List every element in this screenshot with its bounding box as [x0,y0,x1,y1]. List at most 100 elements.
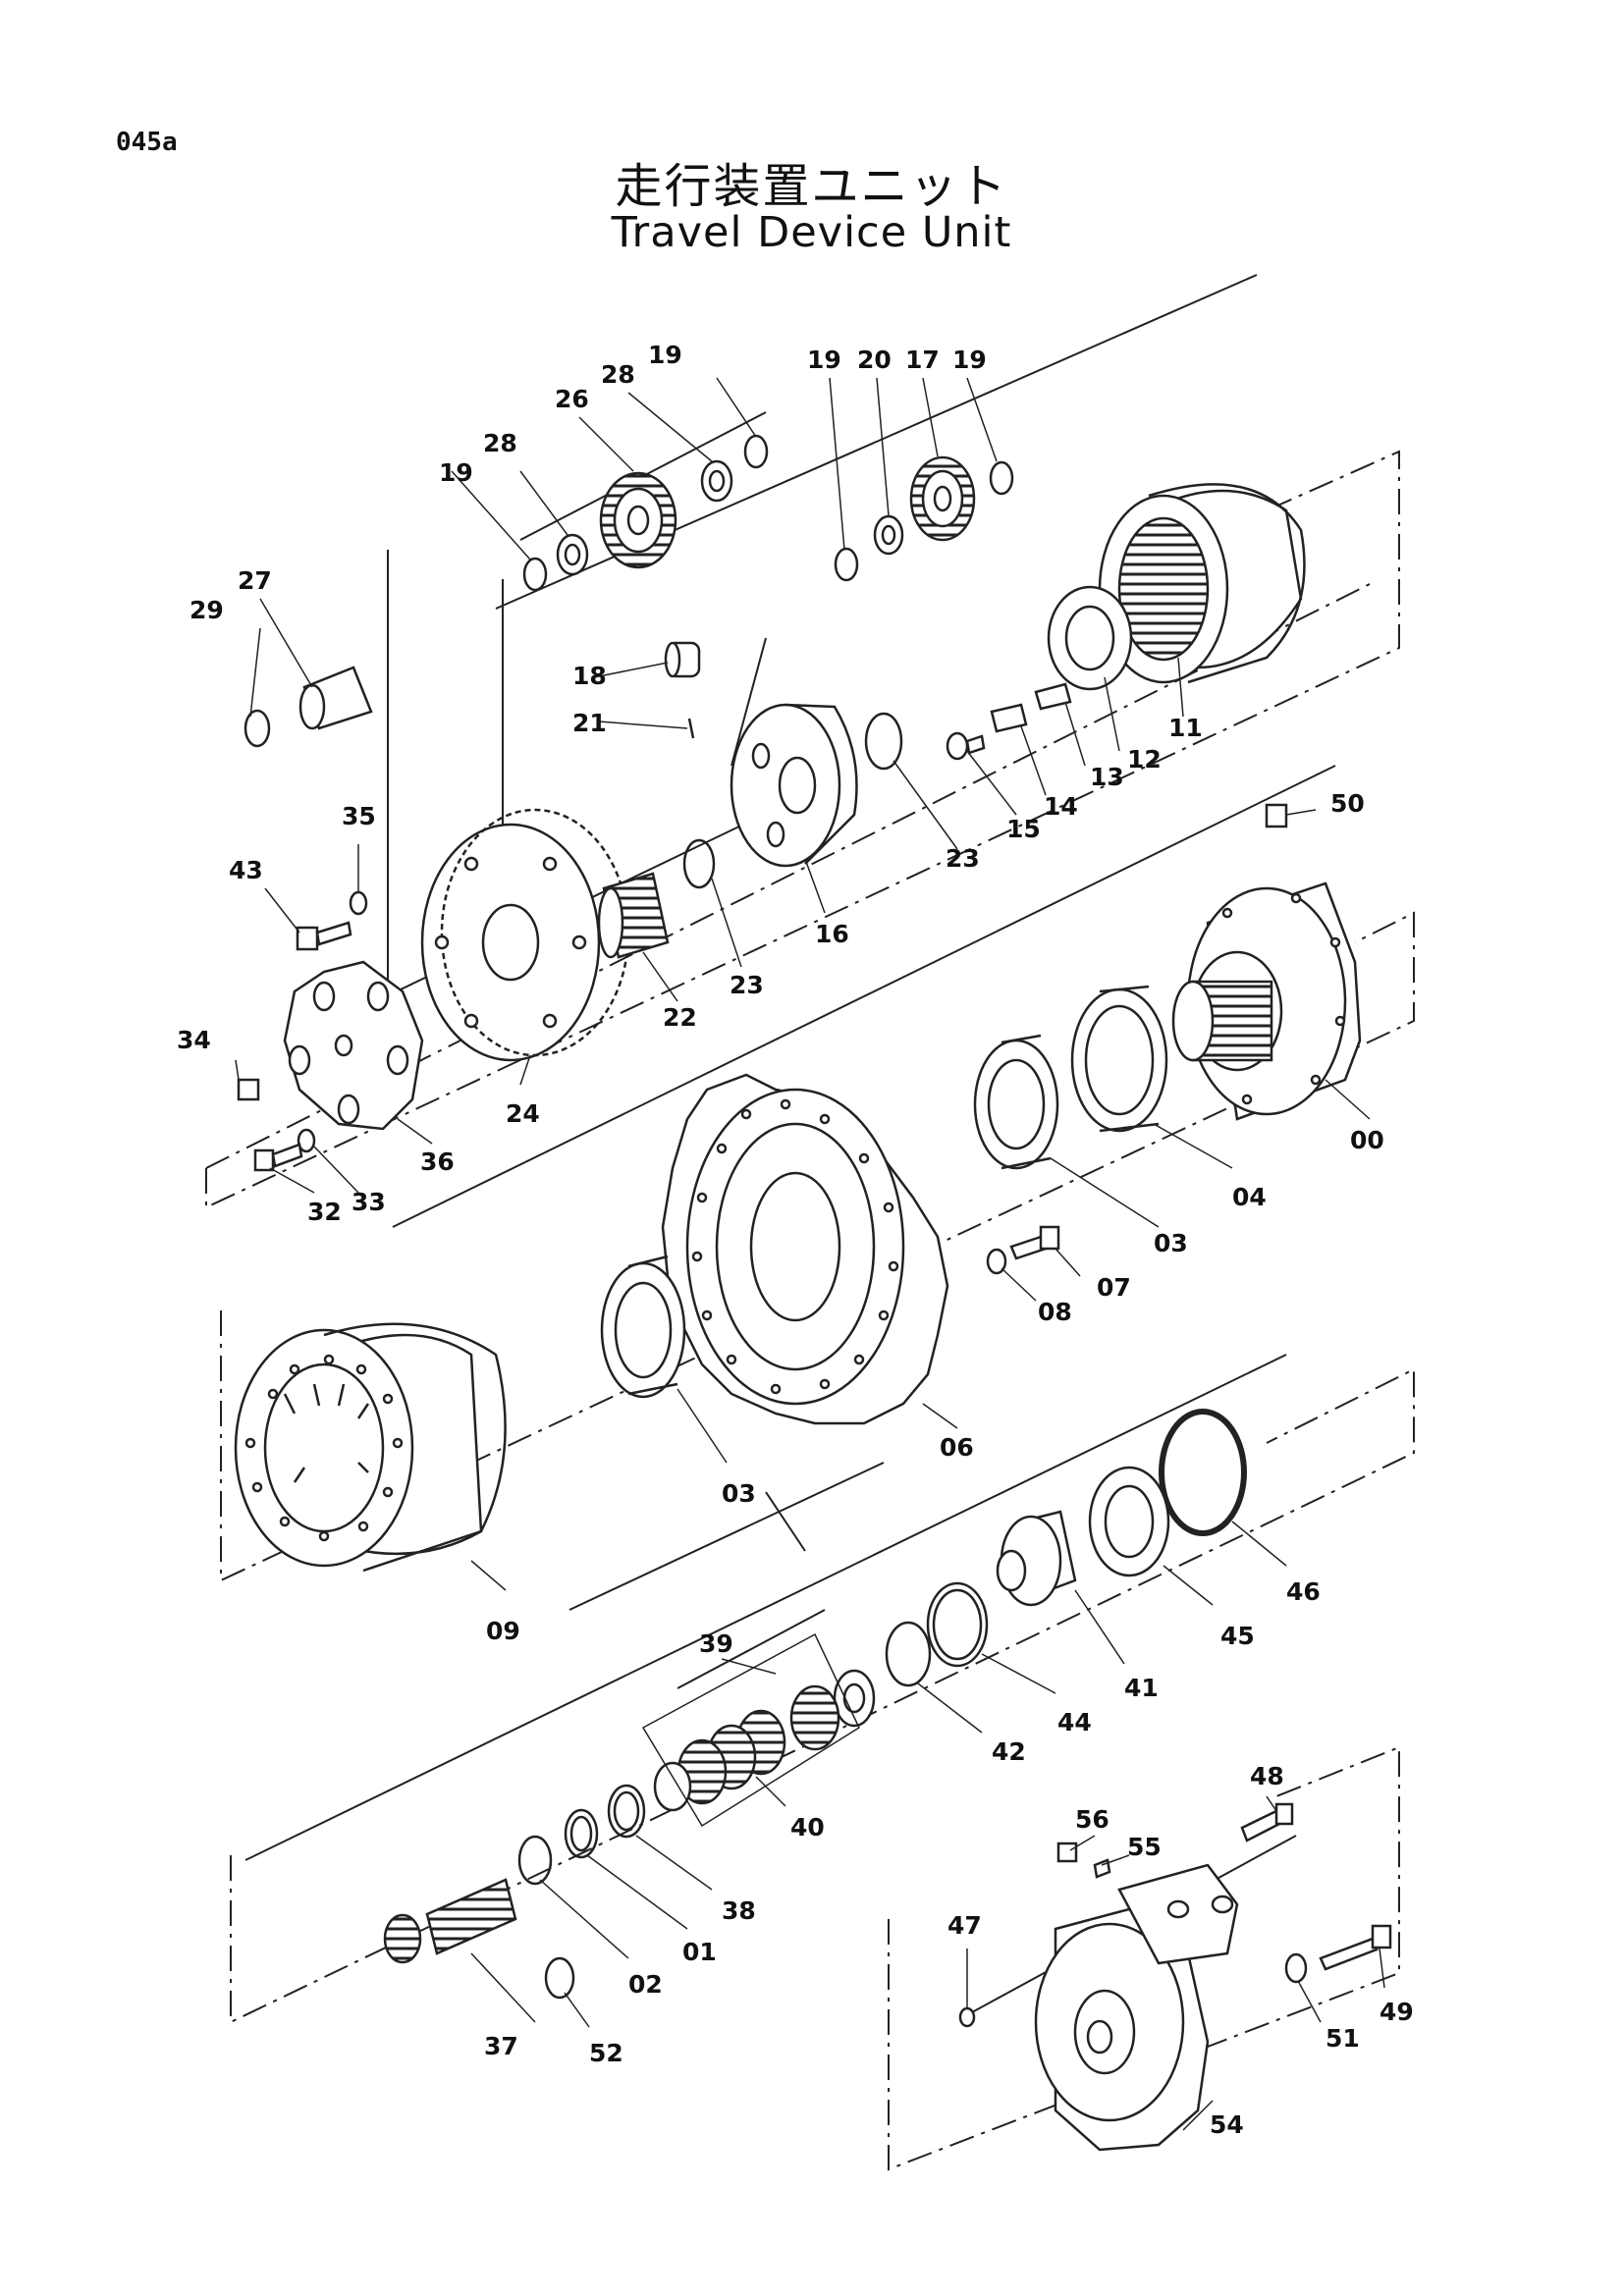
part-38-ring [607,1784,646,1839]
part-13-lock-plate [1034,682,1072,711]
label-03-b: 03 [722,1479,756,1508]
label-41: 41 [1124,1674,1159,1702]
part-33-washer [297,1128,316,1153]
label-33: 33 [352,1188,386,1216]
label-26: 26 [555,385,589,413]
part-54-travel-motor [1034,1863,1239,2152]
label-46: 46 [1286,1577,1321,1606]
label-24: 24 [506,1099,540,1128]
part-17-planetary-gear [909,455,976,542]
label-21: 21 [572,709,607,737]
label-19-a: 19 [648,341,682,369]
part-51-washer [1284,1952,1308,1984]
label-36: 36 [420,1148,455,1176]
part-12-thrust-plate [1047,585,1133,691]
label-18: 18 [572,662,607,690]
label-16: 16 [815,920,849,948]
title-english: Travel Device Unit [611,208,1012,257]
part-18-pin [664,641,701,678]
part-41-brake-piston [996,1510,1077,1607]
group-outline-brake-assembly [230,1367,1415,2024]
part-22-sun-gear [597,872,670,959]
label-39: 39 [699,1629,733,1658]
label-07: 07 [1097,1273,1131,1302]
label-49: 49 [1380,1998,1414,2026]
label-02: 02 [628,1970,663,1999]
part-32-bolt [253,1143,303,1172]
part-28-needle-bearing-left [556,533,589,576]
label-04: 04 [1232,1183,1267,1211]
part-21-spring-pin [687,718,695,739]
part-37-propeller-shaft [383,1878,517,1964]
part-00-spindle [1171,881,1362,1121]
label-15: 15 [1006,815,1041,843]
part-28-needle-bearing-right [700,459,733,503]
label-45: 45 [1220,1622,1255,1650]
label-29: 29 [189,596,224,624]
label-32: 32 [307,1198,342,1226]
part-36-carrier-cover [283,960,424,1131]
part-44-ring [926,1581,989,1668]
label-17: 17 [905,346,940,374]
part-27-shaft [298,666,373,730]
part-43-bolt [296,921,352,951]
label-52: 52 [589,2039,623,2067]
part-15-bolt [946,731,986,761]
part-23-snap-ring-upper [864,712,903,771]
part-02-snap-ring [517,1835,553,1886]
label-11: 11 [1168,714,1203,742]
part-35-washer [349,890,368,916]
label-40: 40 [790,1813,825,1842]
label-51: 51 [1325,2024,1360,2053]
label-48: 48 [1250,1762,1284,1790]
part-20-needle-bearing [873,514,904,556]
label-00: 00 [1350,1126,1384,1154]
label-50: 50 [1330,789,1365,818]
part-03-bearing-right [973,1034,1059,1170]
label-38: 38 [722,1896,756,1925]
part-56-plug [1056,1842,1078,1863]
label-23-b: 23 [730,971,764,999]
part-07-bolt [1009,1225,1060,1260]
part-08-washer [986,1248,1007,1275]
part-03-bearing-left [600,1255,686,1399]
label-08: 08 [1038,1298,1072,1326]
label-19-c: 19 [807,346,841,374]
part-40-separator-plates [641,1632,860,1828]
part-16-planet-carrier [730,703,858,868]
part-49-bolt [1319,1924,1392,1971]
part-39-friction-plate [833,1669,876,1728]
label-14: 14 [1044,792,1078,821]
label-01: 01 [682,1938,717,1966]
part-47-o-ring [958,2006,976,2028]
label-34: 34 [177,1026,211,1054]
part-52-snap-ring [544,1956,575,2000]
part-01-ring [564,1808,599,1859]
group-outline-housing-assembly [220,911,1415,1582]
label-43: 43 [229,856,263,884]
label-03-a: 03 [1154,1229,1188,1257]
part-24-carrier-gear [420,808,630,1062]
label-28-a: 28 [601,360,635,389]
part-29-snap-ring [243,709,271,748]
label-19-d: 19 [952,346,987,374]
label-44: 44 [1057,1708,1092,1736]
title-japanese: 走行装置ユニット [615,159,1008,214]
part-number-labels: 19 28 26 28 19 19 20 17 19 27 29 18 21 1… [177,341,1414,2139]
label-06: 06 [940,1433,974,1462]
label-19-b: 19 [439,458,473,487]
label-56: 56 [1075,1805,1109,1834]
label-13: 13 [1090,763,1124,791]
label-23-a: 23 [946,844,980,873]
label-42: 42 [992,1737,1026,1766]
label-leader-lines [235,377,1385,2131]
part-45-spacer [1088,1466,1170,1577]
part-26-planetary-gear [599,471,677,569]
part-06-sprocket [661,1073,949,1425]
label-47: 47 [947,1911,982,1940]
part-34-plug [237,1078,260,1101]
page-code: 045a [116,128,178,157]
part-14-plate [990,703,1028,733]
part-42-ring [885,1621,932,1687]
